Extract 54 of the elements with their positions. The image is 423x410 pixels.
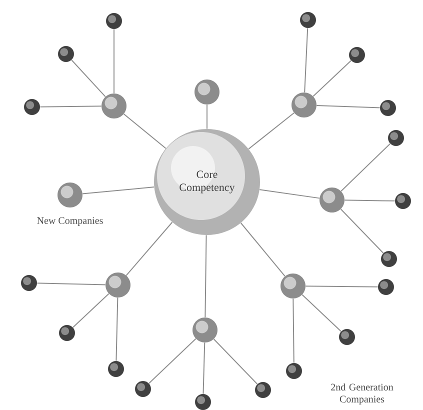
- connector-line: [126, 222, 173, 276]
- hub-sphere: [106, 272, 130, 298]
- small-sphere: [378, 279, 394, 295]
- small-sphere: [59, 325, 75, 341]
- connector-line: [305, 286, 378, 288]
- connector-line: [302, 294, 342, 332]
- small-sphere: [339, 329, 355, 345]
- small-sphere: [381, 251, 397, 267]
- small-sphere: [349, 47, 365, 63]
- hub-sphere: [192, 318, 218, 342]
- connector-line: [292, 298, 294, 364]
- core-sphere: Core Competency: [154, 129, 260, 235]
- connector-line: [72, 293, 110, 328]
- connector-line: [340, 143, 391, 192]
- connector-line: [304, 28, 308, 93]
- small-sphere: [108, 361, 124, 377]
- connector-line: [259, 189, 320, 199]
- connector-line: [82, 186, 155, 194]
- connector-line: [71, 60, 106, 98]
- hub-sphere: [194, 80, 220, 104]
- small-sphere: [58, 46, 74, 62]
- connector-line: [40, 106, 102, 108]
- small-sphere: [106, 13, 122, 29]
- small-sphere: [21, 275, 37, 291]
- connector-line: [202, 342, 206, 394]
- small-sphere: [388, 130, 404, 146]
- connector-line: [148, 338, 196, 384]
- small-sphere: [300, 12, 316, 28]
- connector-line: [204, 234, 207, 318]
- connector-line: [316, 104, 380, 108]
- connector-line: [240, 222, 286, 277]
- connector-line: [312, 60, 352, 97]
- small-sphere: [395, 193, 411, 209]
- hub-sphere: [320, 188, 344, 212]
- small-sphere: [286, 363, 302, 379]
- small-sphere: [380, 100, 396, 116]
- hub-sphere: [292, 92, 316, 118]
- connector-line: [116, 297, 118, 362]
- connector-line: [340, 208, 384, 254]
- small-sphere: [24, 99, 40, 115]
- hub-sphere: [58, 182, 82, 208]
- connector-line: [248, 112, 295, 150]
- connector-line: [213, 338, 258, 385]
- small-sphere: [135, 381, 151, 397]
- small-sphere: [195, 394, 211, 410]
- group-caption: 2nd Generation Companies: [331, 383, 394, 405]
- small-sphere: [255, 382, 271, 398]
- hub-sphere: [102, 94, 126, 118]
- hub-sphere: [280, 274, 306, 298]
- connector-line: [206, 104, 208, 130]
- connector-line: [123, 114, 166, 149]
- connector-line: [344, 200, 396, 202]
- connector-line: [36, 282, 106, 286]
- sphere-caption: New Companies: [37, 217, 103, 226]
